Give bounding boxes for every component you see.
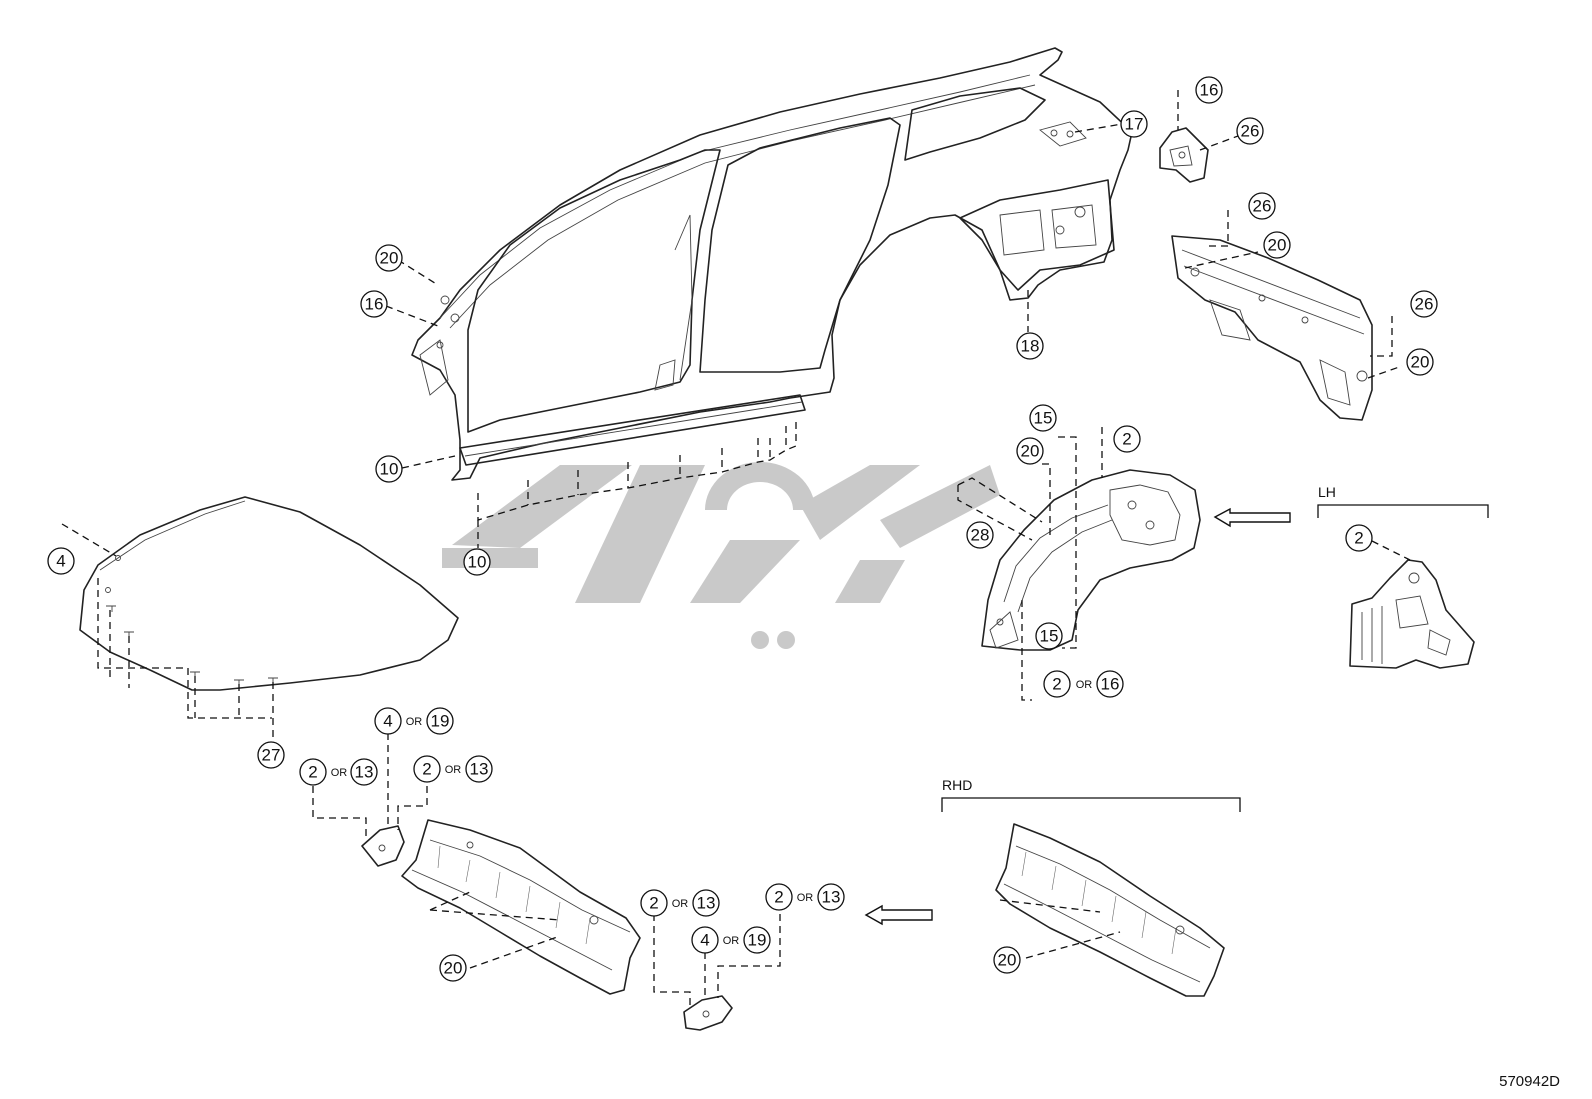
callout-20-body: 20 — [375, 244, 403, 272]
callout-17-text: 17 — [1125, 115, 1144, 134]
or-bracket-mid-a: 4 — [700, 931, 709, 950]
callout-16-top: 16 — [1195, 76, 1223, 104]
rear-pillar-bracket — [1159, 90, 1239, 183]
watermark-logo — [442, 462, 1000, 649]
or-cowl-left-label: OR — [331, 767, 348, 779]
or-bracket-right-label: OR — [797, 892, 814, 904]
callout-26-top: 26 — [1236, 117, 1264, 145]
callout-17: 17 — [1120, 110, 1148, 138]
callout-2-wheel: 2 — [1113, 425, 1141, 453]
callout-15-upper: 15 — [1029, 404, 1057, 432]
callout-28: 28 — [966, 521, 994, 549]
or-group-cowl-left: 2 OR 13 — [299, 758, 378, 786]
or-cowl-top-label: OR — [406, 716, 423, 728]
or-cowl-top-a: 4 — [383, 712, 392, 731]
lh-wheel-house-detail — [1317, 504, 1489, 669]
callout-20-wheel-text: 20 — [1021, 442, 1040, 461]
or-bracket-mid-b: 19 — [748, 931, 767, 950]
callout-26-top-text: 26 — [1241, 122, 1260, 141]
callout-18: 18 — [1016, 332, 1044, 360]
callout-15-lower: 15 — [1035, 622, 1063, 650]
callout-16-body: 16 — [360, 290, 388, 318]
callout-4-hood-text: 4 — [56, 552, 65, 571]
or-bracket-right-b: 13 — [822, 888, 841, 907]
callout-15-lower-text: 15 — [1040, 627, 1059, 646]
callout-10-lower: 10 — [463, 548, 491, 576]
or-cowl-right-label: OR — [445, 764, 462, 776]
or-bracket-right-a: 2 — [774, 888, 783, 907]
or-group-cowl-right: 2 OR 13 — [413, 755, 493, 783]
callout-20-rhd-text: 20 — [998, 951, 1017, 970]
callout-2-lh: 2 — [1345, 524, 1373, 552]
callout-15-upper-text: 15 — [1034, 409, 1053, 428]
rhd-label: RHD — [942, 777, 972, 793]
or-group-cowl-top: 4 OR 19 — [374, 707, 454, 735]
callout-20-cowl: 20 — [439, 954, 467, 982]
callout-20-panel-lower-text: 20 — [1411, 353, 1430, 372]
rhd-cowl-panel — [941, 797, 1241, 997]
or-group-bracket-right: 2 OR 13 — [765, 883, 845, 911]
or-group-bracket-mid: 4 OR 19 — [691, 926, 771, 954]
callout-26-panel-upper: 26 — [1248, 192, 1276, 220]
callout-10-upper-text: 10 — [380, 460, 399, 479]
callout-2-wheel-text: 2 — [1122, 430, 1131, 449]
or-cowl-top-b: 19 — [431, 712, 450, 731]
callout-27-text: 27 — [262, 746, 281, 765]
rear-back-panel — [1171, 210, 1403, 421]
callout-20-panel-lower: 20 — [1406, 348, 1434, 376]
or-cowl-left-b: 13 — [355, 763, 374, 782]
callout-16-top-text: 16 — [1200, 81, 1219, 100]
callout-20-wheel: 20 — [1016, 437, 1044, 465]
or-wheel-b: 16 — [1101, 675, 1120, 694]
lh-label: LH — [1318, 484, 1336, 500]
callout-26-panel-upper-text: 26 — [1253, 197, 1272, 216]
callout-27: 27 — [257, 741, 285, 769]
callout-26-panel-lower-text: 26 — [1415, 295, 1434, 314]
hood — [61, 496, 459, 740]
callout-18-text: 18 — [1021, 337, 1040, 356]
cowl-panel — [312, 733, 641, 995]
rear-wheel-house — [957, 427, 1291, 701]
or-group-bracket-left: 2 OR 13 — [640, 889, 720, 917]
or-wheel-a: 2 — [1052, 675, 1061, 694]
callout-20-rhd: 20 — [993, 946, 1021, 974]
figure-id: 570942D — [1499, 1073, 1560, 1090]
callout-10-upper: 10 — [375, 455, 403, 483]
side-body-leaders — [385, 123, 1123, 548]
or-cowl-right-b: 13 — [470, 760, 489, 779]
or-bracket-mid-label: OR — [723, 935, 740, 947]
callout-16-body-text: 16 — [365, 295, 384, 314]
callout-10-lower-text: 10 — [468, 553, 487, 572]
or-bracket-left-b: 13 — [697, 894, 716, 913]
or-cowl-right-a: 2 — [422, 760, 431, 779]
lower-cowl-bracket — [653, 904, 933, 1031]
callout-20-body-text: 20 — [380, 249, 399, 268]
or-bracket-left-label: OR — [672, 898, 689, 910]
side-body-outer-panel — [411, 47, 1133, 481]
callout-20-cowl-text: 20 — [444, 959, 463, 978]
callout-26-panel-lower: 26 — [1410, 290, 1438, 318]
or-bracket-left-a: 2 — [649, 894, 658, 913]
or-cowl-left-a: 2 — [308, 763, 317, 782]
callout-4-hood: 4 — [47, 547, 75, 575]
callout-20-panel-upper: 20 — [1263, 231, 1291, 259]
callout-28-text: 28 — [971, 526, 990, 545]
callout-2-lh-text: 2 — [1354, 529, 1363, 548]
or-group-wheel: 2 OR 16 — [1043, 670, 1124, 698]
callout-20-panel-upper-text: 20 — [1268, 236, 1287, 255]
or-wheel-label: OR — [1076, 679, 1093, 691]
